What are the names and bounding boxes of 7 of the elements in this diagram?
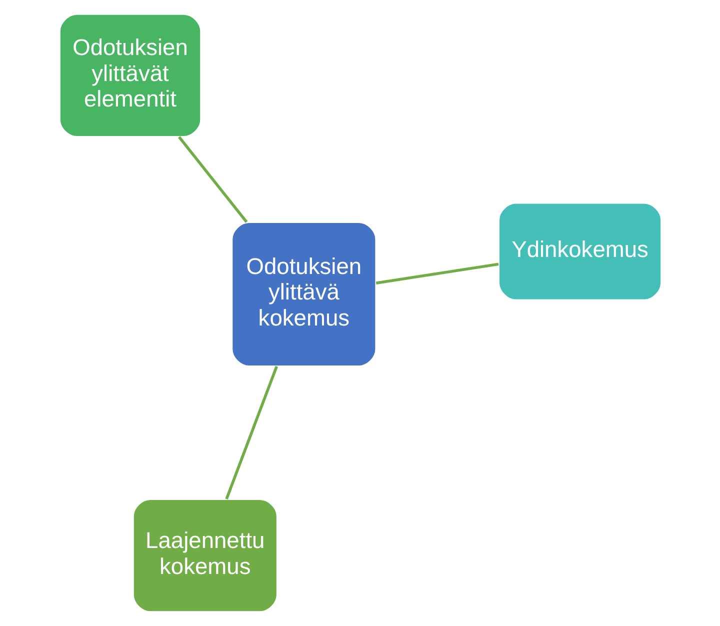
connector bbox=[375, 262, 498, 284]
node-box: Odotuksien ylittävät elementit bbox=[58, 13, 202, 138]
node-box: Ydinkokemus bbox=[498, 202, 662, 301]
node-box: Laajennettu kokemus bbox=[132, 498, 278, 613]
connector bbox=[224, 366, 278, 500]
node-box: Odotuksien ylittävä kokemus bbox=[230, 222, 376, 367]
connector bbox=[178, 136, 248, 223]
